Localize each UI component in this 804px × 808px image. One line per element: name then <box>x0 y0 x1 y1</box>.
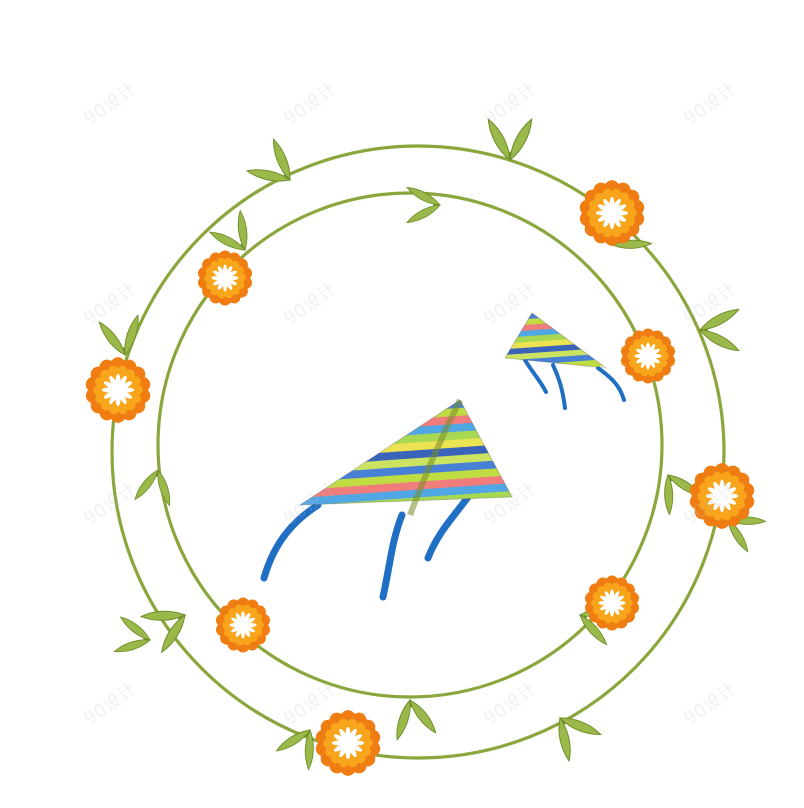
leaf-icon <box>98 314 139 357</box>
leaf-icon <box>698 308 740 352</box>
flower-group <box>85 180 755 776</box>
outer-vine-ring <box>110 144 726 760</box>
leaf-icon <box>113 616 152 653</box>
flower-icon <box>197 250 253 306</box>
leaf-icon <box>208 209 248 252</box>
vine-rings <box>110 144 726 760</box>
leaf-icon <box>139 610 187 654</box>
flower-icon <box>689 463 755 529</box>
flower-icon <box>85 357 151 423</box>
leaf-icon <box>558 716 602 763</box>
flower-icon <box>215 597 271 653</box>
leaf-icon <box>406 186 441 224</box>
flower-icon <box>315 710 381 776</box>
leaf-icon <box>275 728 314 771</box>
flower-icon <box>584 575 640 631</box>
flower-icon <box>579 180 645 246</box>
kite-group <box>260 312 626 601</box>
leaf-icon <box>487 118 533 162</box>
leaf-icon <box>245 138 292 182</box>
leaf-icon <box>396 698 437 741</box>
inner-vine-ring <box>156 191 664 699</box>
flower-icon <box>620 328 676 384</box>
leaf-icon <box>134 468 171 507</box>
